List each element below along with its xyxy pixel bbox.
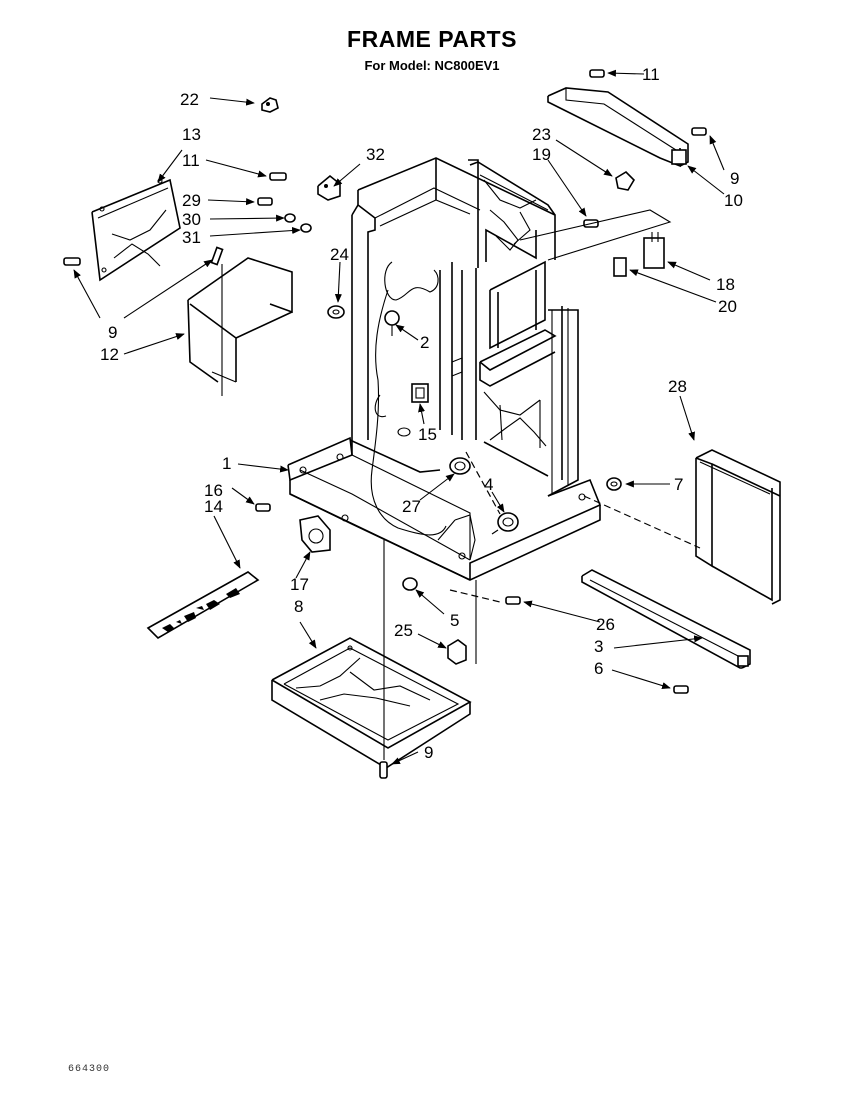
part-26-screw [505,596,521,605]
diagram-title: FRAME PARTS [347,26,517,52]
part-7-nut [606,477,622,491]
callout-23: 23 [532,125,551,144]
part-5-nut [402,577,418,591]
callout-25: 25 [394,621,413,640]
part-2-thermostat [384,310,400,336]
callout-9-left: 9 [108,323,117,342]
part-20-clip [613,257,627,277]
callout-26: 26 [596,615,615,634]
callout-9-bottom: 9 [424,743,433,762]
part-30-washer [284,213,296,223]
callout-32: 32 [366,145,385,164]
assembly-dashed-lines [383,451,701,760]
callout-31: 31 [182,228,201,247]
callout-27: 27 [402,497,421,516]
part-12-cover [187,246,293,396]
part-14-filter-strip [146,571,260,640]
leader-lines [73,69,725,765]
callout-8: 8 [294,597,303,616]
part-11-screw-right [589,69,605,78]
callout-12: 12 [100,345,119,364]
callout-22: 22 [180,90,199,109]
model-subtitle: For Model: NC800EV1 [364,58,500,73]
part-13-shield-plate [91,178,181,282]
part-11-screw-left [269,172,287,181]
part-27-coupling [449,457,471,475]
callout-2: 2 [420,333,429,352]
part-9-screw-bottom [379,761,388,779]
part-28-side-panel [695,449,781,605]
callout-28: 28 [668,377,687,396]
part-9-screw-right [691,127,707,136]
callout-14: 14 [204,497,223,516]
switch-mount-plate [519,209,672,261]
part-8-drip-tray [271,637,472,769]
part-18-switch [643,232,665,269]
callout-labels: 22 13 11 29 30 31 9 12 32 24 2 15 1 16 1… [100,65,743,762]
part-29-screw [257,197,273,206]
callout-18: 18 [716,275,735,294]
callout-1: 1 [222,454,231,473]
callout-3: 3 [594,637,603,656]
callout-19: 19 [532,145,551,164]
callout-5: 5 [450,611,459,630]
part-16-screw [255,503,271,512]
part-24-grommet [327,305,345,319]
callout-4: 4 [484,475,493,494]
callout-9-right: 9 [730,169,739,188]
part-32-bracket [317,174,341,201]
ring-part [397,427,411,437]
callout-6: 6 [594,659,603,678]
callout-11-right: 11 [642,65,660,84]
part-10-bracket [547,87,689,168]
callout-16: 16 [204,481,223,500]
callout-29: 29 [182,191,201,210]
part-6-screw [673,685,689,694]
callout-7: 7 [674,475,683,494]
part-17-bracket [299,515,331,553]
callout-20: 20 [718,297,737,316]
callout-30: 30 [182,210,201,229]
main-frame-assembly [287,157,602,581]
callout-17: 17 [290,575,309,594]
part-25-clip [447,639,467,665]
callout-15: 15 [418,425,437,444]
callout-11-left: 11 [182,151,200,170]
part-23-pin [615,170,636,191]
footer-code: 664300 [68,1064,111,1075]
callout-10: 10 [724,191,743,210]
part-3-rail [581,569,751,669]
part-15-switch [411,383,429,403]
callout-24: 24 [330,245,349,264]
part-4-motor [491,512,519,535]
callout-13: 13 [182,125,201,144]
part-22-clip [261,97,279,113]
part-31-nut [300,223,312,233]
part-9-screw-left [63,257,81,266]
